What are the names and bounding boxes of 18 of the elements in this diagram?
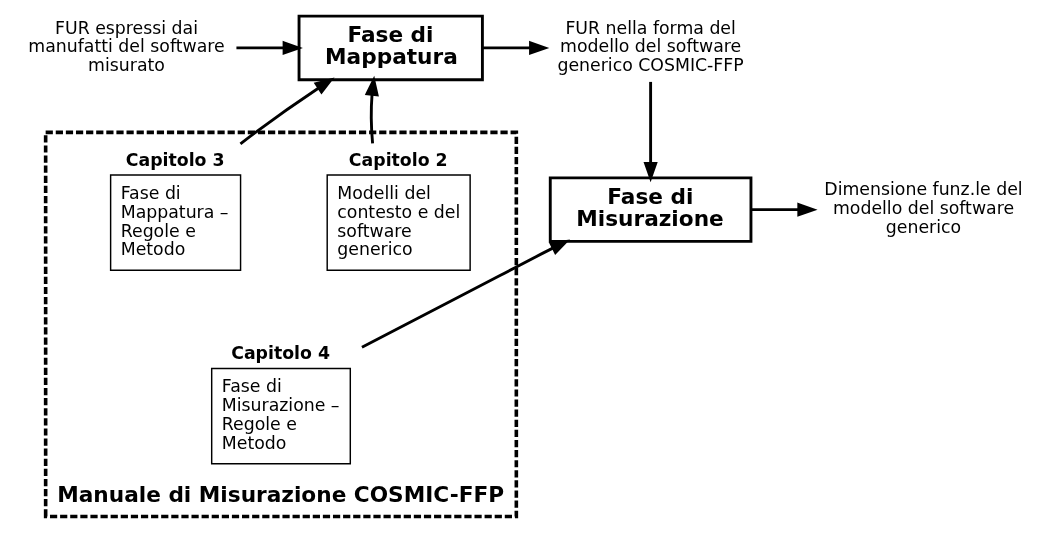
node-label: Capitolo 3 — [125, 149, 225, 170]
node-box: Fase di Misurazione – Regole e Metodo — [210, 367, 352, 465]
node-text: FUR espressi dai manufatti del software misurato — [28, 17, 225, 76]
arrow — [751, 202, 818, 217]
node-box: Fase di Mappatura – Regole e Metodo — [109, 174, 242, 271]
arrow — [239, 77, 335, 145]
arrow — [236, 40, 303, 55]
node-text: FUR nella forma del modello del software generico COSMIC-FFP — [557, 17, 744, 76]
node-box: Modelli del contesto e del software generico — [326, 174, 471, 271]
node-box: Fase di Misurazione — [548, 176, 753, 243]
node-text: Dimensione funz.le del modello del software generico — [824, 179, 1023, 237]
node-box: Fase di Mappatura — [297, 14, 484, 82]
node-label: Capitolo 4 — [231, 343, 330, 364]
arrow — [364, 75, 379, 144]
arrow — [643, 81, 658, 183]
arrow — [482, 40, 550, 55]
node-label: Capitolo 2 — [348, 149, 448, 170]
arrow — [361, 239, 571, 349]
